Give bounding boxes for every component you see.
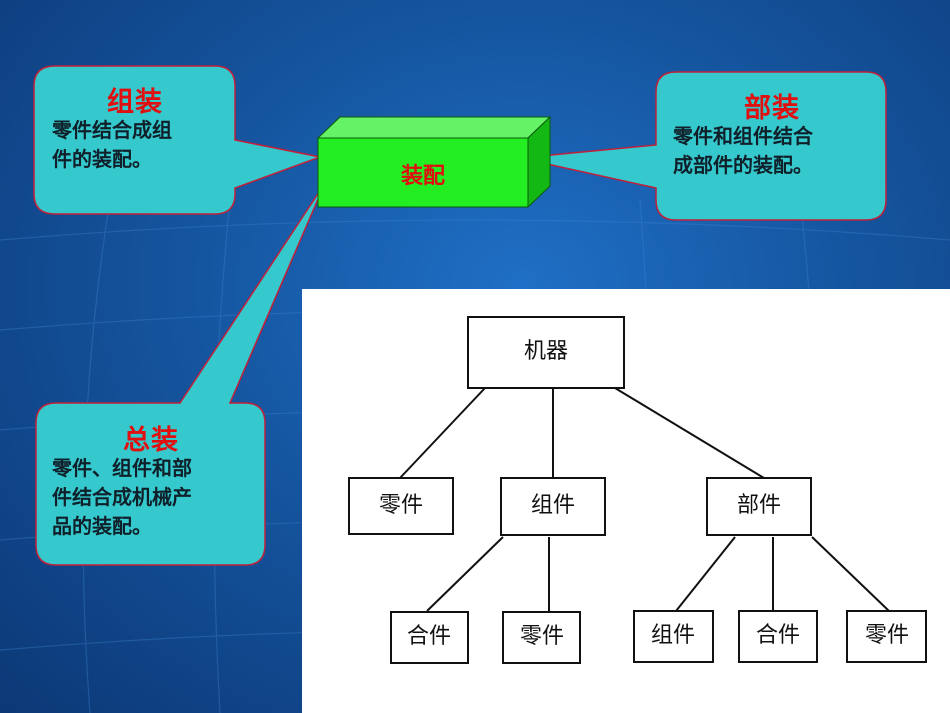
tree-node-zujian: 组件: [500, 477, 606, 536]
tree-node-lingjian: 零件: [348, 477, 454, 535]
callout-buzhuang-shape: [519, 71, 887, 221]
tree-node-zujian-2-label: 组件: [651, 623, 695, 648]
tree-node-lingjian-3: 零件: [846, 610, 927, 663]
callout-zongzhuang-shape: [35, 182, 326, 566]
callout-buzhuang-text: 零件和组件结合 成部件的装配。: [673, 124, 813, 177]
tree-node-bujian-label: 部件: [737, 493, 781, 518]
tree-node-hejian-2-label: 合件: [756, 623, 800, 648]
tree-node-root: 机器: [467, 316, 625, 389]
callout-buzhuang-title: 部装: [744, 93, 800, 124]
assembly-box-label: 装配: [400, 164, 445, 189]
callout-zuzhuang-title: 组装: [107, 87, 163, 118]
callout-zuzhuang-shape: [33, 65, 323, 215]
tree-connectors: [399, 387, 890, 612]
callout-zuzhuang-text: 零件结合成组 件的装配。: [52, 118, 172, 171]
callout-zongzhuang-text: 零件、组件和部 件结合成机械产 品的装配。: [52, 456, 192, 538]
tree-node-hejian-1-label: 合件: [407, 624, 451, 649]
tree-node-bujian: 部件: [706, 477, 812, 536]
hierarchy-tree: 机器 零件 组件 部件 合件 零件 组件 合件: [348, 316, 927, 664]
callout-zongzhuang-title: 总装: [123, 425, 179, 456]
tree-node-hejian-2: 合件: [738, 610, 818, 663]
tree-node-root-label: 机器: [524, 339, 568, 364]
tree-node-zujian-label: 组件: [531, 493, 575, 518]
hierarchy-tree-panel: 机器 零件 组件 部件 合件 零件 组件 合件: [302, 289, 950, 713]
tree-node-lingjian-label: 零件: [379, 493, 423, 518]
tree-node-lingjian-2: 零件: [502, 611, 581, 664]
assembly-3d-box: [316, 115, 552, 209]
tree-node-lingjian-3-label: 零件: [865, 623, 909, 648]
tree-node-zujian-2: 组件: [633, 610, 714, 663]
tree-node-lingjian-2-label: 零件: [520, 624, 564, 649]
tree-node-hejian-1: 合件: [390, 611, 469, 664]
